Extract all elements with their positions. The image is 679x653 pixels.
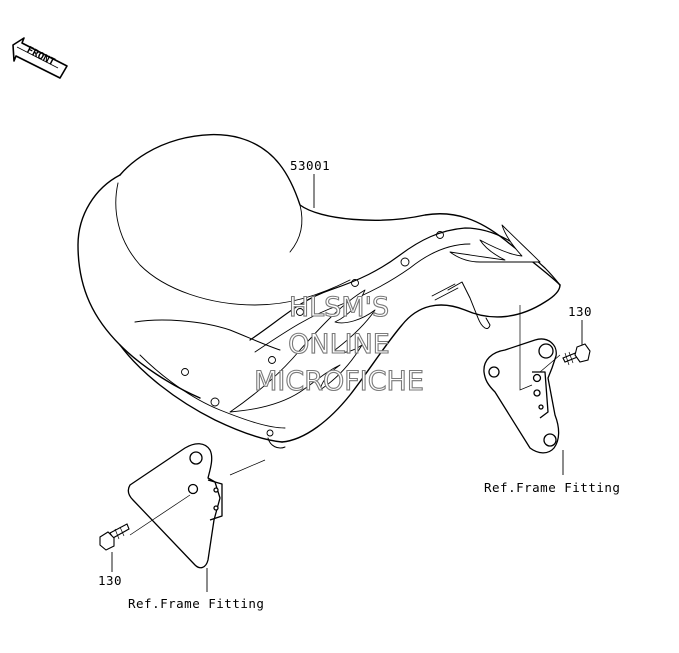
callout-130-left: 130 [98, 573, 122, 588]
callout-ref-frame-fitting-left: Ref.Frame Fitting [128, 596, 264, 611]
callout-53001: 53001 [290, 158, 330, 173]
callout-ref-frame-fitting-right: Ref.Frame Fitting [484, 480, 620, 495]
right-bracket [483, 338, 560, 454]
bolt-left [99, 523, 130, 551]
bolt-right [562, 343, 591, 366]
left-bracket [127, 443, 223, 569]
watermark-line-3: MICROFICHE [254, 366, 424, 397]
watermark: HLSM'S ONLINE MICROFICHE [254, 291, 425, 397]
callout-130-right: 130 [568, 304, 592, 319]
seat [77, 133, 561, 449]
leader-lines [111, 174, 583, 592]
front-arrow-icon: FRONT [12, 37, 68, 79]
watermark-line-1: HLSM'S [289, 292, 389, 323]
watermark-line-2: ONLINE [288, 329, 390, 360]
